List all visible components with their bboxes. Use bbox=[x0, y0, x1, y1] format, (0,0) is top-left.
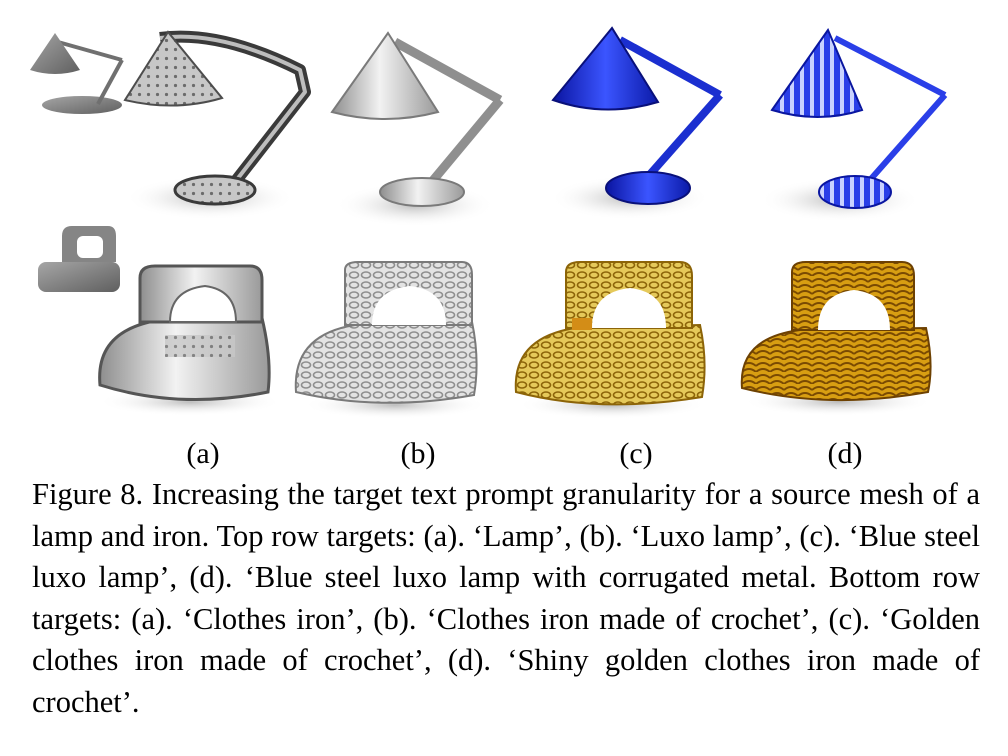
source-iron-mesh bbox=[38, 226, 120, 292]
subfigure-label-b: (b) bbox=[400, 437, 436, 470]
subfigure-label-row: (a) (b) (c) (d) bbox=[0, 434, 1008, 474]
subfigure-label-a: (a) bbox=[186, 437, 220, 470]
iron-a-render bbox=[98, 264, 282, 416]
iron-c-render bbox=[514, 261, 707, 419]
figure-svg bbox=[30, 26, 948, 419]
figure-image-grid bbox=[30, 26, 948, 419]
subfigure-label-c: (c) bbox=[619, 437, 653, 470]
iron-b-render bbox=[294, 261, 487, 419]
subfigure-label-d: (d) bbox=[827, 437, 863, 470]
iron-d-render bbox=[740, 261, 933, 416]
lamp-b-render bbox=[330, 31, 504, 227]
lamp-d-render bbox=[760, 27, 948, 222]
lamp-a-render bbox=[123, 30, 311, 220]
lamp-c-render bbox=[550, 26, 723, 220]
source-lamp-mesh bbox=[30, 33, 124, 114]
figure-caption: Figure 8. Increasing the target text pro… bbox=[32, 477, 980, 719]
